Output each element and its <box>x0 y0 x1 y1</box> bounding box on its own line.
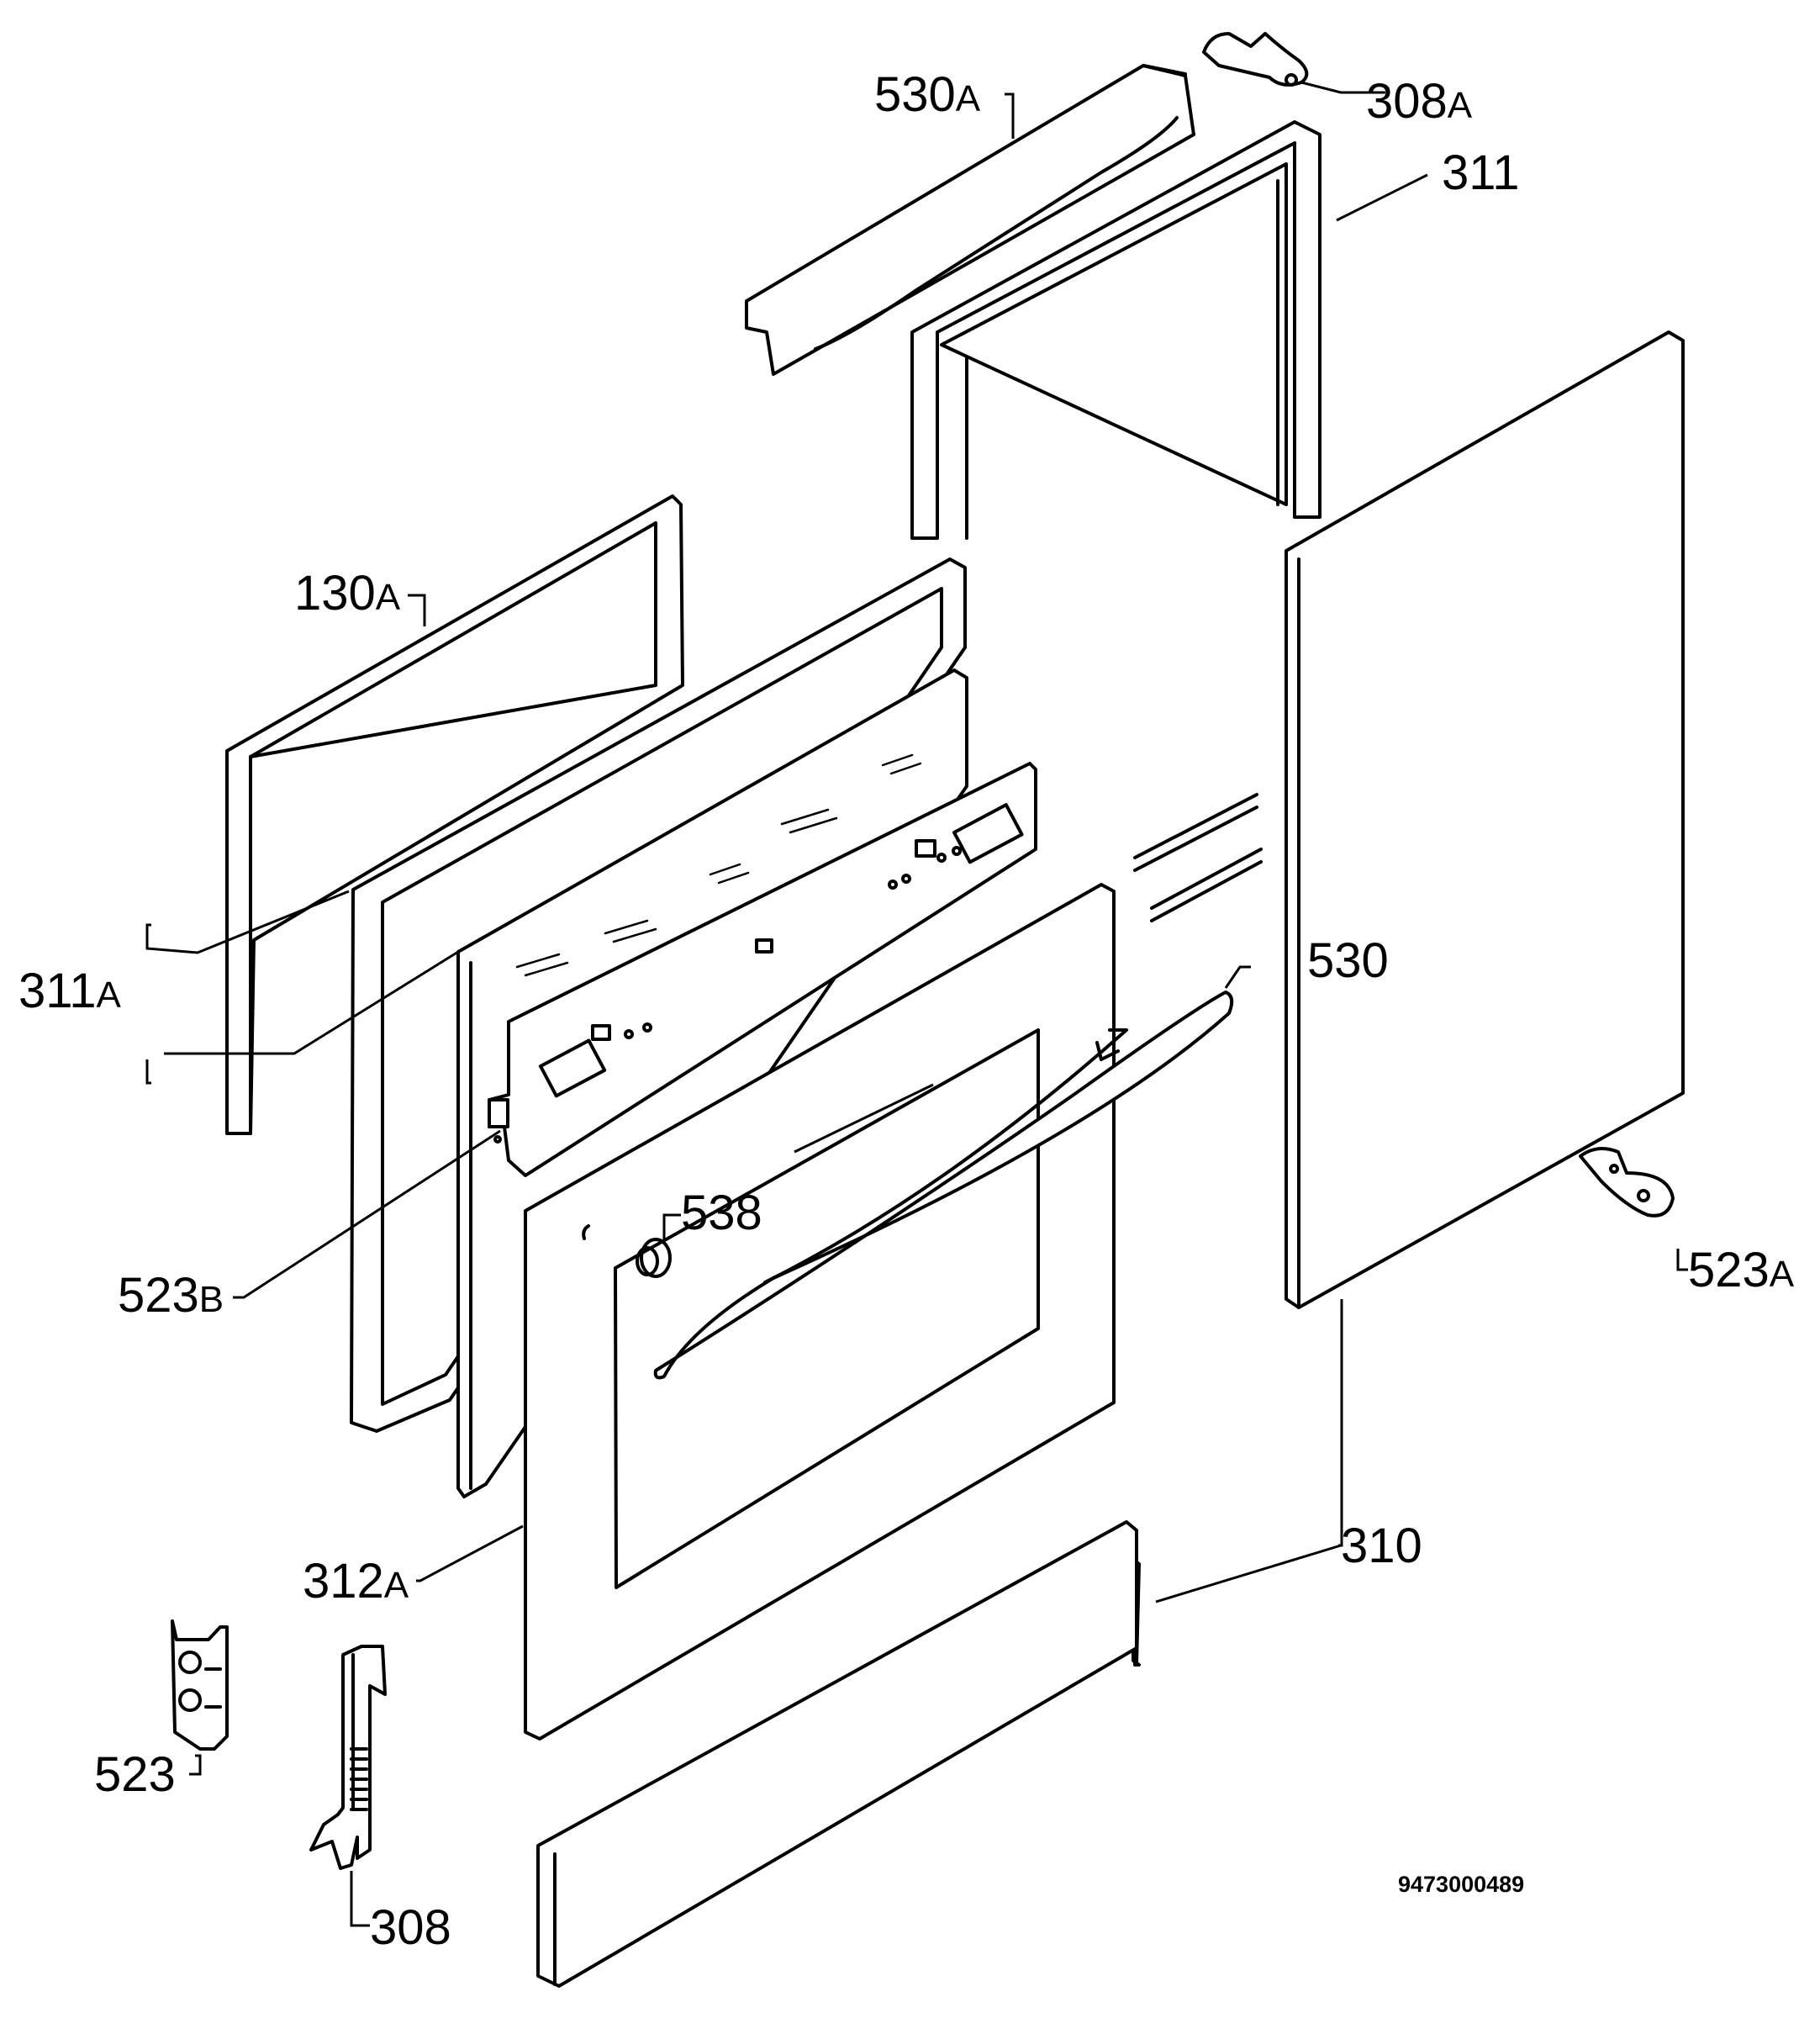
part-530a-cover <box>745 64 1195 376</box>
label-312a: 312A <box>303 1554 409 1609</box>
label-310: 310 <box>1341 1519 1422 1573</box>
part-538-knob <box>636 1238 672 1278</box>
part-130a-frame <box>225 494 684 1135</box>
label-308: 308 <box>370 1900 451 1955</box>
label-311: 311 <box>1442 145 1519 200</box>
part-523b-bracket <box>488 1098 509 1128</box>
label-308a: 308A <box>1366 74 1473 129</box>
label-538: 538 <box>681 1186 762 1240</box>
label-130a: 130A <box>294 566 401 621</box>
part-308-hinge-arm <box>309 1645 387 1870</box>
label-530a: 530A <box>874 67 981 122</box>
label-523: 523 <box>94 1747 176 1802</box>
label-523b: 523B <box>118 1268 224 1323</box>
part-523-latch <box>171 1619 229 1751</box>
label-530: 530 <box>1307 933 1389 988</box>
label-523a: 523A <box>1688 1243 1795 1297</box>
part-530-handle <box>653 991 1234 1380</box>
part-310-kick-plate <box>536 1520 1138 1988</box>
label-311a: 311A <box>18 964 121 1018</box>
part-310-outer-panel <box>1285 330 1685 1309</box>
part-308a-hinge <box>1202 32 1309 87</box>
part-523a-hinge <box>1579 1147 1675 1218</box>
leader-lines <box>145 81 1688 1927</box>
part-labels: 530A 308A 311 130A 311A 530 538 523B 523… <box>18 67 1795 1955</box>
part-312a-front-door <box>524 883 1116 1741</box>
document-number: 9473000489 <box>1398 1872 1524 1897</box>
